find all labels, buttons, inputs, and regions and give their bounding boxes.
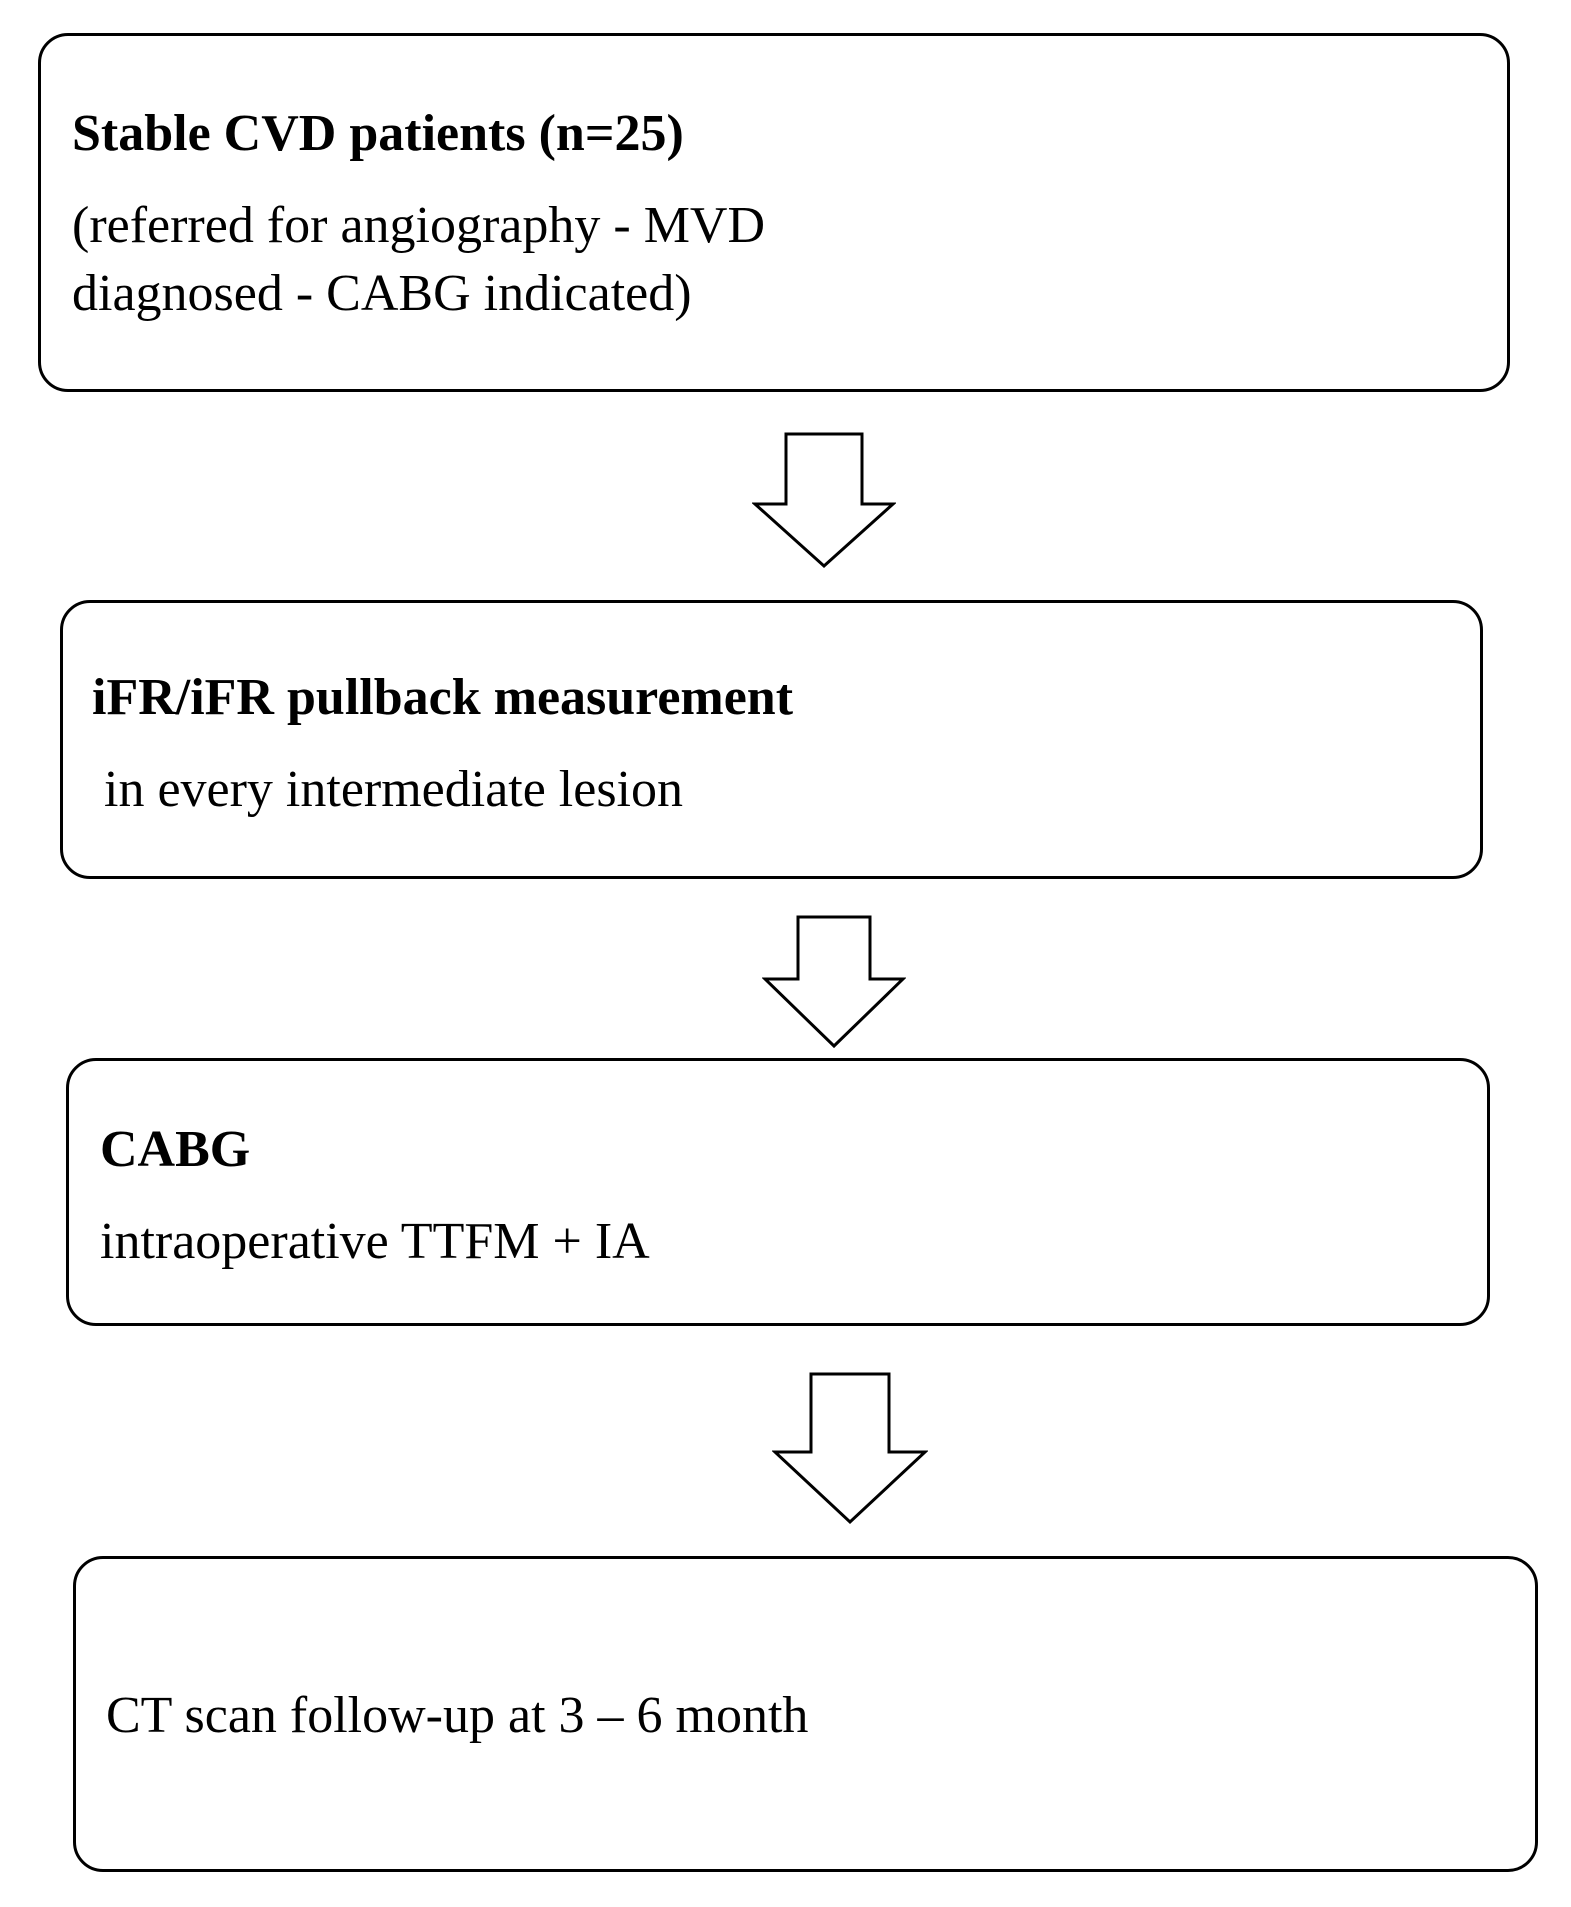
- step-2-box: [60, 600, 1483, 879]
- step-3-line-1: intraoperative TTFM + IA: [100, 1213, 650, 1270]
- step-1-line-1: (referred for angiography - MVD: [72, 197, 766, 254]
- step-3-box: [66, 1058, 1490, 1326]
- step-2-line-1: in every intermediate lesion: [104, 761, 684, 818]
- down-arrow-1: [752, 432, 896, 569]
- step-1-title: Stable CVD patients (n=25): [72, 105, 684, 162]
- down-arrow-3: [772, 1372, 928, 1525]
- step-3-title: CABG: [100, 1121, 251, 1178]
- step-4-line-1: CT scan follow-up at 3 – 6 month: [106, 1687, 809, 1744]
- step-2-title: iFR/iFR pullback measurement: [92, 669, 794, 726]
- step-4-box: [73, 1556, 1538, 1872]
- step-1-box: [38, 33, 1510, 392]
- step-1-line-2: diagnosed - CABG indicated): [72, 265, 692, 322]
- down-arrow-2: [762, 915, 906, 1049]
